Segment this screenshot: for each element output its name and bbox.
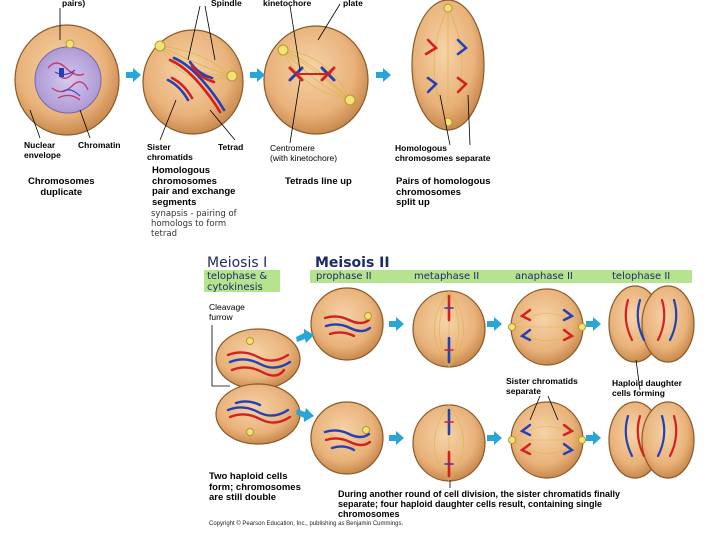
caption-duplicate: Chromosomes duplicate xyxy=(28,176,95,198)
caption-two-haploid: Two haploid cells form; chromosomes are … xyxy=(209,471,301,503)
cell-anaphase-1 xyxy=(411,0,485,131)
label-sister-separate: Sister chromatids separate xyxy=(506,376,578,396)
cells-meiosis-2-lower xyxy=(310,401,695,482)
stage-anaphase-2: anaphase II xyxy=(515,271,573,282)
label-chromatin: Chromatin xyxy=(78,140,121,150)
stage-band-meiosis-2 xyxy=(310,270,692,283)
caption-line-up: Tetrads line up xyxy=(285,176,352,187)
cell-metaphase-1 xyxy=(263,25,369,135)
label-nuclear-envelope: Nuclear envelope xyxy=(24,140,61,160)
label-kinetochore: kinetochore xyxy=(263,0,312,8)
caption-another-round: During another round of cell division, t… xyxy=(338,489,621,519)
cell-interphase xyxy=(14,24,120,136)
note-synapsis: synapsis - pairing of homologs to form t… xyxy=(151,209,237,239)
arrows-bottom xyxy=(296,317,601,445)
stage-telophase-1: telophase & cytokinesis xyxy=(207,271,268,293)
stage-band-telophase-1 xyxy=(204,270,280,292)
label-sister-chromatids: Sister chromatids xyxy=(147,142,193,162)
label-spindle: Spindle xyxy=(211,0,242,8)
label-haploid-forming: Haploid daughter cells forming xyxy=(612,378,682,398)
cells-meiosis-2-upper xyxy=(310,285,695,368)
label-tetrad: Tetrad xyxy=(218,142,244,152)
cell-prophase-1 xyxy=(142,29,244,135)
arrows-top-row xyxy=(126,68,391,82)
stage-metaphase-2: metaphase II xyxy=(414,271,480,282)
label-centromere: Centromere (with kinetochore) xyxy=(270,143,338,163)
copyright: Copyright © Pearson Education, Inc., pub… xyxy=(209,521,404,527)
label-pairs: pairs) xyxy=(62,0,86,8)
heading-meiosis-1: Meiosis I xyxy=(207,255,268,271)
heading-meiosis-2: Meisois II xyxy=(315,255,390,271)
label-homologous-separate: Homologous chromosomes separate xyxy=(395,143,491,163)
caption-pair-exchange: Homologous chromosomes pair and exchange… xyxy=(152,165,236,208)
stage-telophase-2: telophase II xyxy=(612,271,671,282)
cell-telophase-1 xyxy=(215,328,301,445)
label-cleavage-furrow: Cleavage furrow xyxy=(209,302,245,322)
stage-prophase-2: prophase II xyxy=(316,271,372,282)
caption-split-up: Pairs of homologous chromosomes split up xyxy=(396,176,491,208)
label-plate: plate xyxy=(343,0,363,8)
